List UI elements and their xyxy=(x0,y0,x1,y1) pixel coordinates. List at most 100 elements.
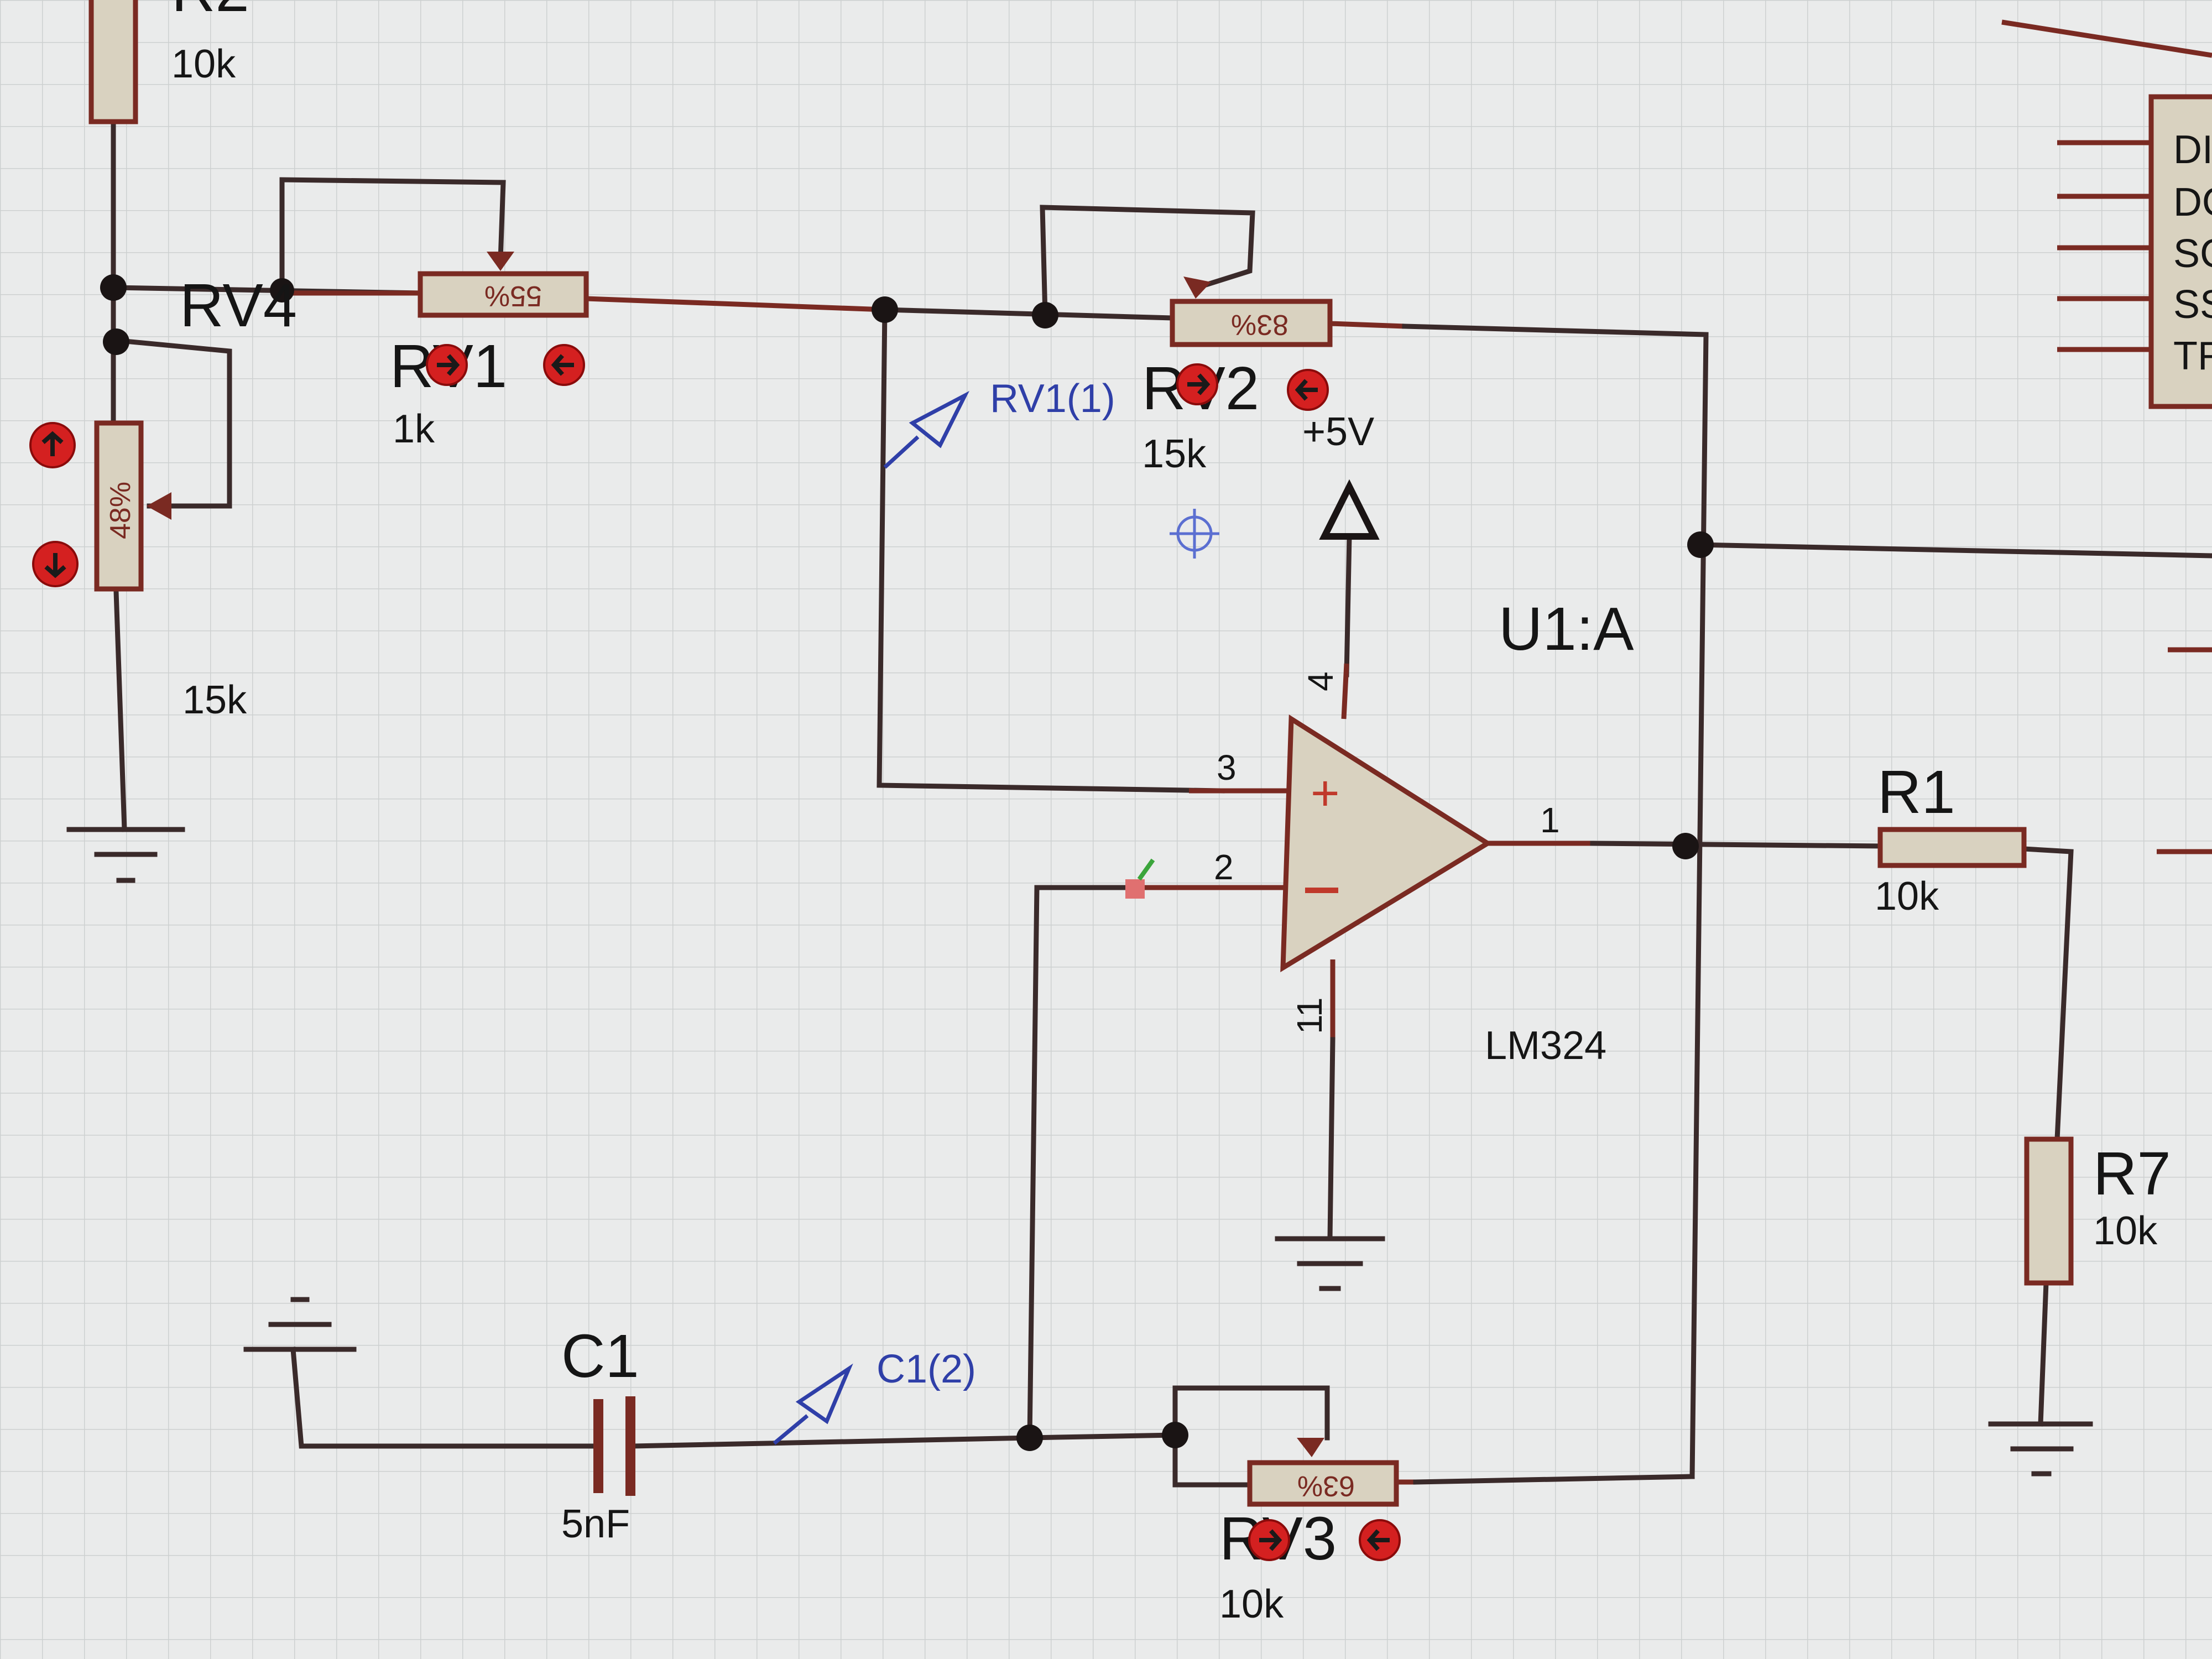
r1-value: 10k xyxy=(1875,874,1939,919)
ground-symbol-c1 xyxy=(243,1297,357,1352)
wire xyxy=(1590,841,1883,849)
junctions xyxy=(100,274,1714,1451)
rv4-body[interactable] xyxy=(94,420,144,592)
ground-symbol-opamp xyxy=(1275,1236,1385,1291)
arrow-right-glyph xyxy=(1259,1529,1282,1551)
arrow-left-glyph xyxy=(1295,379,1318,401)
r1-name: R1 xyxy=(1877,758,1955,826)
rv1-setting: 55% xyxy=(484,280,542,312)
chip-body[interactable] xyxy=(2148,94,2212,409)
wire-cursor-marker xyxy=(1125,858,1155,899)
wire xyxy=(1695,542,2212,559)
r2-body[interactable] xyxy=(88,0,138,124)
resistor-r1[interactable]: R1 10k xyxy=(1875,758,2027,919)
opamp-part: LM324 xyxy=(1485,1024,1606,1068)
probe-rv1-label: RV1(1) xyxy=(990,377,1115,421)
voltage-probe-rv1[interactable]: RV1(1) xyxy=(883,377,1115,469)
pin-3-label: 3 xyxy=(1217,748,1237,787)
wire xyxy=(279,177,506,296)
opamp-plus-sign: + xyxy=(1311,766,1340,821)
wire xyxy=(877,307,1225,794)
junction-dot xyxy=(1032,302,1058,328)
rv2-value: 15k xyxy=(1142,432,1207,476)
junction-dot xyxy=(872,296,898,323)
voltage-probe-c1[interactable]: C1(2) xyxy=(773,1347,976,1445)
pin-1-label: 1 xyxy=(1540,800,1560,840)
capacitor-c1[interactable]: C1 5nF xyxy=(561,1322,639,1546)
arrow-down-glyph xyxy=(44,553,66,578)
opamp-u1a[interactable]: + U1:A LM324 3 2 1 4 11 xyxy=(1214,595,1634,1068)
arrow-right-glyph xyxy=(437,354,460,376)
crosshair-cursor xyxy=(1170,509,1219,559)
potentiometer-rv1[interactable]: 55% RV1 1k xyxy=(390,252,589,451)
supply-label: +5V xyxy=(1302,410,1374,454)
junction-dot xyxy=(270,278,294,302)
r7-body[interactable] xyxy=(2024,1136,2074,1286)
rv1-value: 1k xyxy=(393,407,435,451)
rv2-body[interactable] xyxy=(1170,299,1333,347)
wire xyxy=(586,296,885,312)
rv1-decrement-button[interactable] xyxy=(543,344,585,386)
rv3-value: 10k xyxy=(1219,1582,1284,1626)
rv2-increment-button[interactable] xyxy=(1176,363,1218,405)
rv3-decrement-button[interactable] xyxy=(1359,1519,1401,1561)
marker-square xyxy=(1125,879,1145,899)
rv4-decrement-button[interactable] xyxy=(32,541,79,587)
junction-dot xyxy=(1016,1425,1043,1451)
resistor-r2[interactable]: R2 10k xyxy=(88,0,249,124)
opamp-body[interactable] xyxy=(1280,714,1493,973)
rv3-wiper-arrow xyxy=(1297,1438,1324,1457)
chip-pin-do: DO xyxy=(2173,180,2212,225)
rv2-decrement-button[interactable] xyxy=(1287,369,1329,411)
pin-4-label: 4 xyxy=(1301,671,1340,691)
pin-11-label: 11 xyxy=(1290,998,1329,1034)
opamp-name: U1:A xyxy=(1499,595,1634,663)
wire xyxy=(111,337,232,509)
resistor-r7[interactable]: R7 10k xyxy=(2024,1136,2171,1286)
wire xyxy=(882,307,1175,321)
wire xyxy=(1329,321,1405,329)
rv2-setting: 83% xyxy=(1231,309,1288,341)
power-terminal-icon[interactable] xyxy=(1319,479,1380,540)
r7-value: 10k xyxy=(2093,1209,2158,1253)
wire xyxy=(1040,205,1255,318)
chip-pin-sc: SC xyxy=(2173,232,2212,276)
r7-name: R7 xyxy=(2093,1140,2171,1208)
arrow-left-glyph xyxy=(1366,1529,1390,1551)
wire xyxy=(1344,534,1352,677)
rv4-increment-button[interactable] xyxy=(29,422,76,468)
rv2-wiper-arrow xyxy=(1183,276,1211,299)
wire xyxy=(2021,846,2074,1142)
r1-body[interactable] xyxy=(1877,827,2027,868)
wire xyxy=(1027,885,1040,1441)
chip-top-wire xyxy=(2001,19,2212,58)
r2-value: 10k xyxy=(171,42,236,86)
wire xyxy=(1413,1474,1695,1485)
power-terminal-5v[interactable]: +5V xyxy=(1302,410,1380,540)
rv1-increment-button[interactable] xyxy=(426,344,468,386)
potentiometer-rv4[interactable]: 48% RV4 15k xyxy=(29,272,297,722)
pin-2-label: 2 xyxy=(1214,847,1234,887)
ground-symbol-rv4 xyxy=(66,827,185,883)
rv1-body[interactable] xyxy=(418,271,589,318)
chip-pin-di: DI xyxy=(2173,128,2212,172)
rv3-body[interactable] xyxy=(1247,1460,1399,1507)
potentiometer-rv3[interactable]: 63% RV3 10k xyxy=(1219,1438,1401,1626)
wire xyxy=(2038,1280,2049,1427)
probe-arrow-icon xyxy=(883,435,920,469)
wire xyxy=(1341,663,1349,719)
potentiometer-rv2[interactable]: 83% RV2 15k xyxy=(1142,276,1333,476)
arrow-left-glyph xyxy=(551,354,574,376)
arrow-up-glyph xyxy=(41,431,64,456)
offscreen-chip[interactable]: DI DO SC SS TR xyxy=(2001,19,2212,854)
wire xyxy=(290,1347,600,1449)
wire xyxy=(113,589,127,832)
rv3-increment-button[interactable] xyxy=(1248,1519,1290,1561)
probe-arrow-head xyxy=(909,390,969,448)
rv4-setting: 48% xyxy=(105,482,137,539)
wires xyxy=(111,119,2212,1488)
ground-symbol-r7 xyxy=(1988,1421,2093,1477)
probe-arrow-head xyxy=(795,1363,853,1425)
